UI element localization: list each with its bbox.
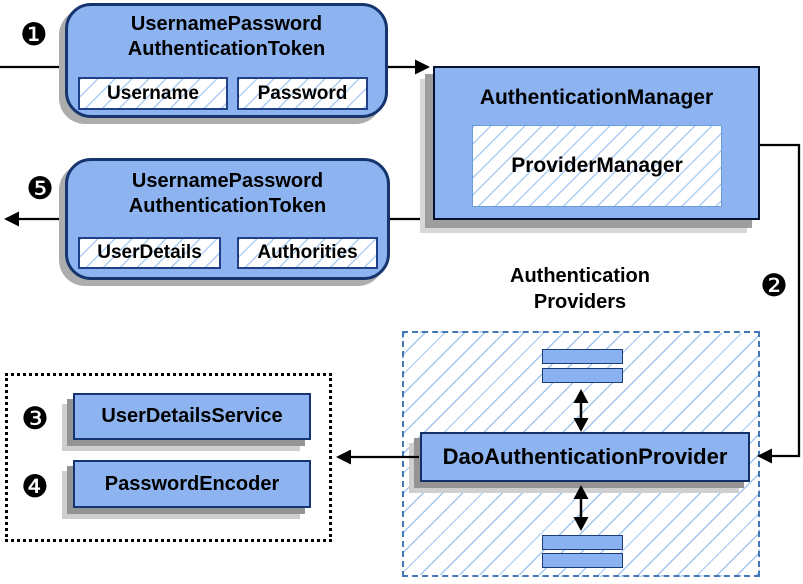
- password-encoder-label: PasswordEncoder: [104, 472, 280, 495]
- dao-authentication-provider-label: DaoAuthenticationProvider: [442, 444, 728, 469]
- token-request-title-line1: UsernamePassword: [130, 13, 323, 35]
- arrow-dao-to-services-head-icon: [336, 449, 351, 465]
- authentication-manager-box: AuthenticationManager ProviderManager: [433, 66, 760, 220]
- step-3-marker: ❸: [21, 401, 49, 437]
- authorities-field-box: Authorities: [237, 237, 378, 269]
- token-request-box: UsernamePassword AuthenticationToken Use…: [65, 3, 388, 118]
- providers-title-line1: Authentication: [510, 265, 650, 287]
- provider-manager-box: ProviderManager: [472, 125, 722, 207]
- arrow-step5-head-icon: [4, 211, 19, 227]
- password-field-label: Password: [257, 82, 348, 104]
- token-response-title-line2: AuthenticationToken: [128, 195, 327, 217]
- user-details-service-label: UserDetailsService: [101, 405, 283, 427]
- provider-manager-label: ProviderManager: [511, 154, 683, 177]
- user-details-service-box: UserDetailsService: [73, 393, 311, 440]
- provider-bar-top-1: [542, 349, 623, 364]
- userdetails-field-box: UserDetails: [78, 237, 221, 269]
- userdetails-field-label: UserDetails: [97, 242, 202, 263]
- username-field-box: Username: [78, 77, 228, 110]
- authentication-manager-title: AuthenticationManager: [479, 86, 714, 109]
- token-response-title-line1: UsernamePassword: [131, 170, 324, 192]
- providers-title-line2: Providers: [533, 291, 627, 313]
- step-5-marker: ❺: [26, 171, 54, 207]
- provider-bar-bottom-1: [542, 535, 623, 550]
- token-request-title-line2: AuthenticationToken: [127, 38, 326, 60]
- step-2-marker: ❷: [760, 268, 788, 304]
- step-1-marker: ❶: [20, 17, 48, 53]
- provider-bar-top-2: [542, 368, 623, 383]
- dao-authentication-provider-box: DaoAuthenticationProvider: [420, 432, 750, 482]
- provider-bar-bottom-2: [542, 553, 623, 568]
- password-encoder-box: PasswordEncoder: [73, 460, 311, 508]
- arrow-step1-head-icon: [415, 59, 430, 75]
- user-services-region: [5, 373, 332, 542]
- step-4-marker: ❹: [21, 469, 49, 505]
- token-response-box: UsernamePassword AuthenticationToken Use…: [65, 158, 390, 280]
- username-field-label: Username: [107, 82, 199, 104]
- authorities-field-label: Authorities: [257, 242, 358, 263]
- password-field-box: Password: [237, 77, 368, 110]
